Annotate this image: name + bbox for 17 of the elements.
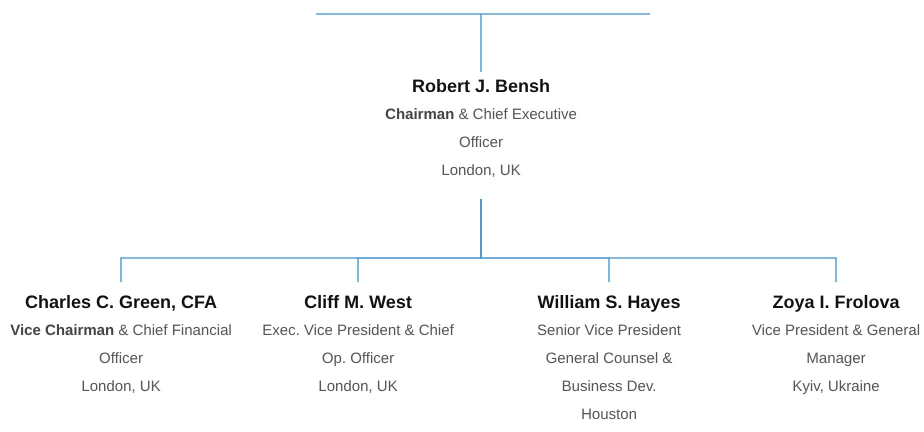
job-title: Vice Chairman & Chief Financial Officer [9,321,233,369]
person-name: Cliff M. West [304,291,412,314]
connector-line [315,13,651,73]
location-text: London, UK [318,377,398,397]
location-text: Houston [581,405,637,425]
job-title: Vice President & General Manager [750,321,922,369]
job-title: Senior Vice President General Counsel & Business Dev. [536,321,682,397]
location-text: London, UK [441,161,521,181]
person-name: Zoya I. Frolova [772,291,900,314]
job-title: Chairman & Chief Executive Officer [384,105,578,153]
person-name: Robert J. Bensh [412,75,550,98]
person-name: Charles C. Green, CFA [24,291,218,314]
connector-line [480,199,837,282]
location-text: Kyiv, Ukraine [792,377,880,397]
person-name: William S. Hayes [538,291,680,314]
job-title: Exec. Vice President & Chief Op. Officer [261,321,455,369]
location-text: London, UK [81,377,161,397]
